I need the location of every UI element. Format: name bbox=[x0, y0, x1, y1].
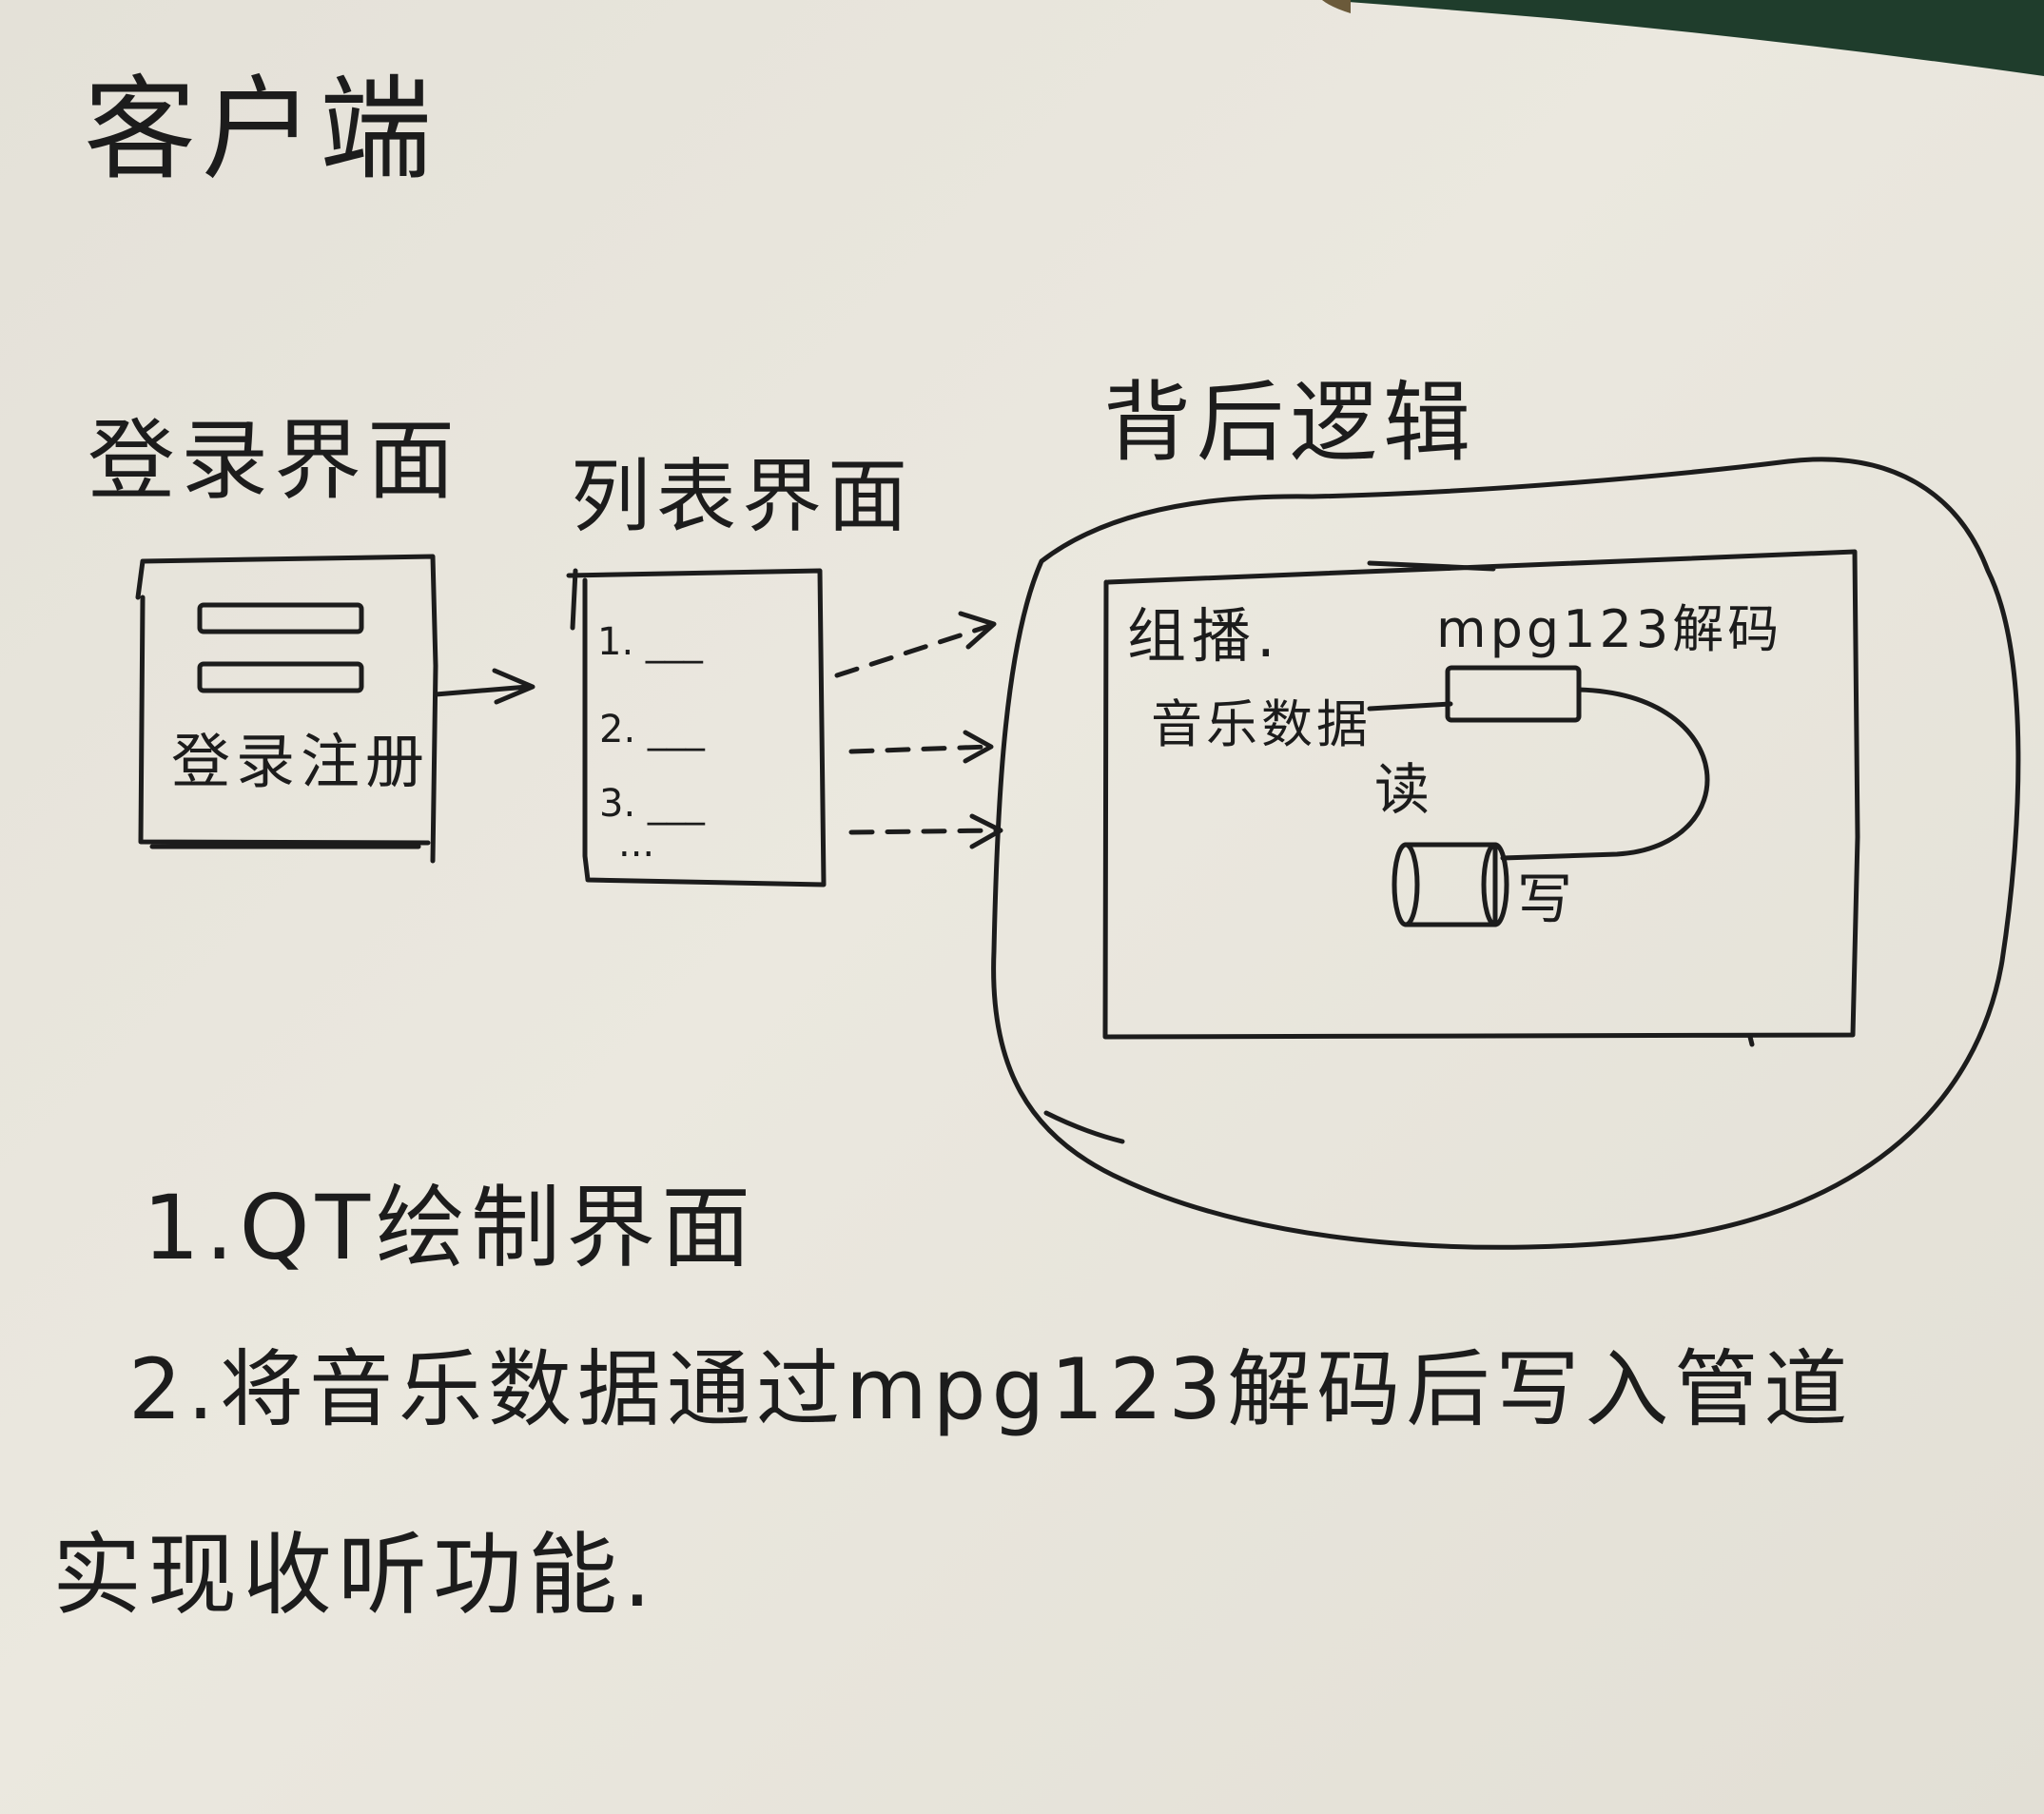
backend-panel-heading: 背后逻辑 bbox=[1103, 372, 1477, 474]
login-to-list-arrow bbox=[433, 668, 535, 705]
multicast-label: 组播. bbox=[1127, 601, 1281, 671]
arrowhead-2 bbox=[963, 730, 994, 764]
password-field bbox=[197, 661, 364, 693]
note-2: 2.将音乐数据通过mpg123解码后写入管道 bbox=[128, 1340, 1854, 1438]
client-title: 客户端 bbox=[84, 64, 438, 195]
list-panel: 1. ___ 2. ___ 3. ___ ... bbox=[566, 568, 827, 887]
dashed-arrow-3 bbox=[848, 828, 1000, 835]
pipe-curve bbox=[1500, 687, 1710, 861]
dashed-arrow-2 bbox=[848, 744, 992, 754]
backend-cloud-outline bbox=[991, 457, 2021, 1250]
login-panel: 登录注册 bbox=[135, 554, 438, 864]
list-item-3: 3. ___ bbox=[599, 782, 706, 826]
list-panel-heading: 列表界面 bbox=[571, 450, 914, 543]
list-item-2: 2. ___ bbox=[599, 708, 706, 751]
list-ellipsis: ... bbox=[618, 822, 654, 866]
data-to-decoder-line bbox=[1367, 701, 1453, 712]
list-to-backend-arrows bbox=[834, 623, 1000, 835]
login-button-label: 登录注册 bbox=[171, 727, 430, 796]
username-field bbox=[197, 602, 364, 634]
music-data-label: 音乐数据 bbox=[1151, 694, 1372, 754]
cloud-extra-stroke bbox=[1043, 1110, 1125, 1144]
login-panel-heading: 登录界面 bbox=[88, 410, 461, 512]
read-label: 读 bbox=[1374, 757, 1430, 822]
arrowhead-1 bbox=[958, 611, 997, 650]
backend-inner-frame bbox=[1102, 549, 1860, 1047]
decoder-box bbox=[1445, 665, 1582, 723]
write-label: 写 bbox=[1517, 867, 1572, 931]
note-1: 1.QT绘制界面 bbox=[143, 1177, 757, 1280]
list-panel-frame bbox=[566, 568, 827, 887]
arrowhead-3 bbox=[969, 813, 1003, 849]
login-panel-frame bbox=[135, 554, 438, 864]
pipe-cylinder bbox=[1392, 842, 1509, 927]
list-item-1: 1. ___ bbox=[597, 620, 704, 664]
backend-panel: 组播. 音乐数据 mpg123解码 读 写 bbox=[1102, 549, 1860, 1047]
dashed-arrow-1 bbox=[834, 623, 992, 678]
decoder-label: mpg123解码 bbox=[1436, 599, 1782, 659]
note-3: 实现收听功能. bbox=[52, 1524, 657, 1628]
